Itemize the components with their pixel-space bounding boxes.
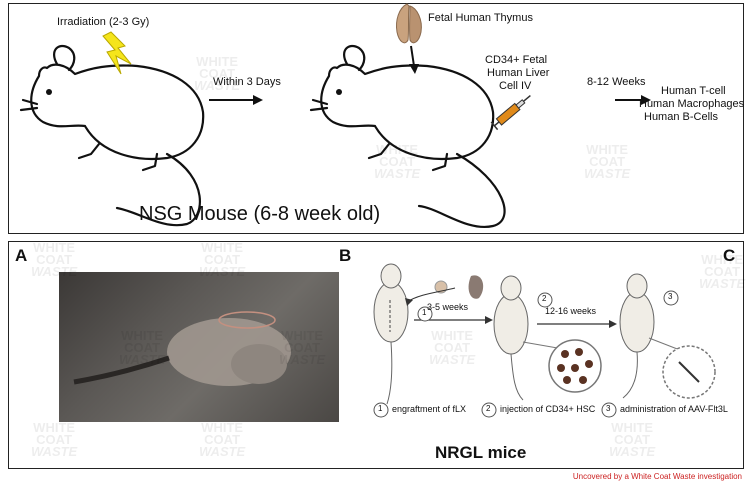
legend-step-1: engraftment of fLX: [392, 404, 467, 414]
lightning-bolt-icon: [102, 31, 132, 75]
outcome-bcells: Human B-Cells: [644, 111, 718, 123]
legend-step-2-num: 2: [486, 404, 491, 413]
cd34-label-line1: CD34+ Fetal: [485, 54, 548, 66]
outcome-tcell: Human T-cell: [661, 85, 726, 97]
mouse-1-drawing: [19, 44, 651, 229]
weeks-label: 8-12 Weeks: [587, 76, 646, 88]
credit-text: Uncovered by a White Coat Waste investig…: [572, 472, 742, 481]
fetal-thymus-label: Fetal Human Thymus: [428, 12, 533, 24]
step-2-marker: 2: [542, 294, 547, 303]
syringe-icon: [490, 94, 531, 131]
step-1-marker: 1: [422, 308, 427, 317]
panel-label-a: A: [15, 246, 28, 265]
mouse-photo: [59, 272, 339, 422]
irradiation-label: Irradiation (2-3 Gy): [57, 16, 150, 28]
top-panel: Irradiation (2-3 Gy) Within 3 Days Fetal…: [8, 3, 744, 234]
nrgl-diagram: [373, 263, 716, 418]
outcome-macrophages: Human Macrophages: [639, 98, 745, 110]
cd34-label-line3: Cell IV: [499, 80, 532, 92]
legend-step-2: injection of CD34+ HSC: [500, 404, 596, 414]
within-days-label: Within 3 Days: [213, 76, 281, 88]
cd34-label-line2: Human Liver: [487, 67, 550, 79]
weeks-12-16-label: 12-16 weeks: [545, 306, 597, 316]
weeks-3-5-label: 3-5 weeks: [427, 302, 469, 312]
nrgl-title: NRGL mice: [435, 443, 527, 462]
legend-step-3-num: 3: [606, 404, 611, 413]
nsg-caption: NSG Mouse (6-8 week old): [139, 203, 381, 225]
panel-label-b: B: [339, 246, 352, 265]
thymus-organ-icon: [396, 3, 422, 44]
legend-step-1-num: 1: [378, 404, 383, 413]
bottom-panel: A B C: [8, 241, 745, 469]
step-3-marker: 3: [668, 292, 673, 301]
legend-step-3: administration of AAV-Flt3L: [620, 404, 728, 414]
panel-label-c: C: [723, 246, 736, 265]
